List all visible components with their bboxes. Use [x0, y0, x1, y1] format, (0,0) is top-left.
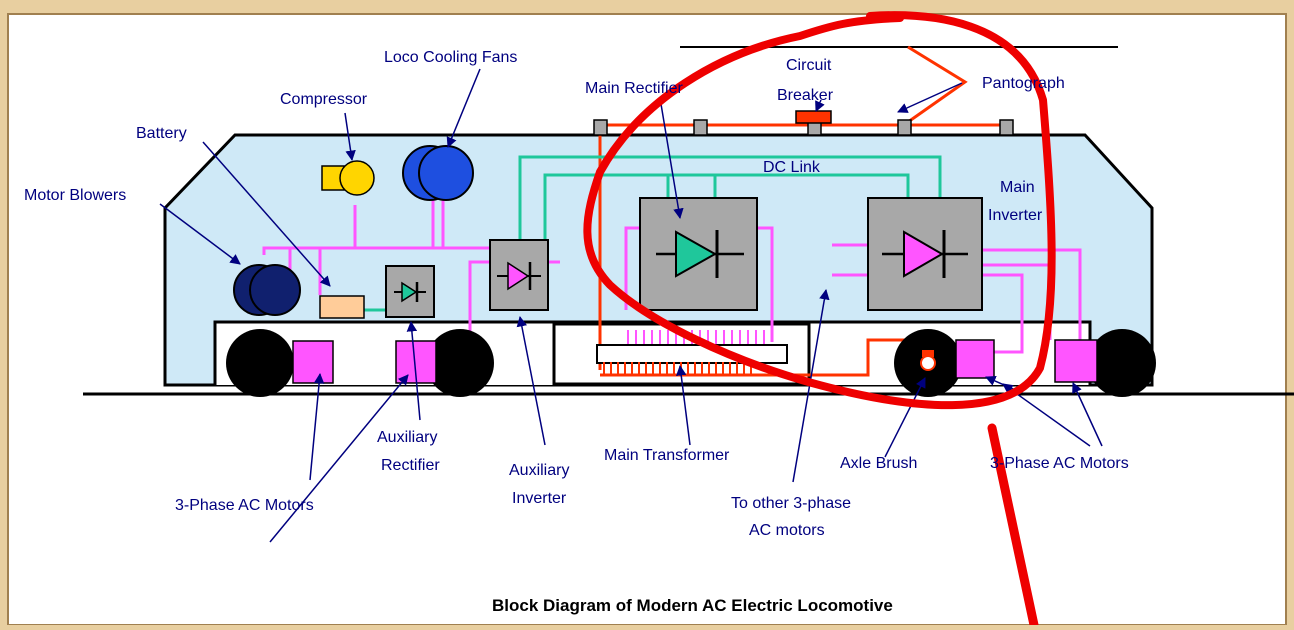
roof-insulator: [999, 119, 1014, 136]
highlight-loop: [583, 11, 1056, 410]
label-to-other-motors-line1: To other 3-phase: [731, 495, 851, 512]
label-breaker: Breaker: [777, 87, 834, 104]
label-dc-link: DC Link: [763, 159, 821, 176]
label-pantograph: Pantograph: [982, 75, 1065, 92]
leader-arrows: [159, 68, 1103, 543]
transformer-primary-windings: [603, 362, 752, 374]
dc-link-wiring: [364, 155, 942, 312]
label-auxiliary-inverter-line1: Auxiliary: [509, 462, 569, 479]
label-main: Main: [1000, 179, 1035, 196]
motor-blowers-shape: [233, 264, 301, 316]
label-3-phase-motors-right: 3-Phase AC Motors: [990, 455, 1129, 472]
roof-insulator: [693, 119, 708, 136]
label-loco-cooling-fans: Loco Cooling Fans: [384, 49, 517, 66]
roof-insulator: [897, 119, 912, 136]
circuit-breaker: [795, 110, 832, 124]
roof-insulator: [593, 119, 608, 136]
label-compressor: Compressor: [280, 91, 368, 108]
highlight-pointer-line: [987, 423, 1039, 630]
wheel: [226, 329, 294, 397]
pantograph-shape: [907, 45, 968, 124]
label-circuit: Circuit: [786, 57, 832, 74]
diagram-title: Block Diagram of Modern AC Electric Loco…: [492, 596, 893, 615]
traction-motor: [292, 340, 334, 384]
transformer-core: [596, 344, 788, 364]
label-motor-blowers: Motor Blowers: [24, 187, 126, 204]
axle-brush-contact: [920, 355, 936, 371]
label-main-rectifier: Main Rectifier: [585, 80, 683, 97]
label-3-phase-motors-left: 3-Phase AC Motors: [175, 497, 314, 514]
wheel: [426, 329, 494, 397]
label-axle-brush: Axle Brush: [840, 455, 917, 472]
label-auxiliary-rectifier-line2: Rectifier: [381, 457, 440, 474]
main-inverter-diode-icon: [882, 230, 968, 278]
traction-motor: [955, 339, 995, 379]
axle-brush-block: [922, 350, 934, 357]
cooling-fans-shape: [402, 145, 474, 201]
auxiliary-inverter-diode-icon: [497, 261, 541, 291]
auxiliary-rectifier-diode-icon: [394, 281, 426, 303]
label-auxiliary-inverter-line2: Inverter: [512, 490, 567, 507]
label-battery: Battery: [136, 125, 187, 142]
battery-block: [319, 295, 365, 319]
main-rectifier-diode-icon: [656, 230, 744, 278]
label-main-transformer: Main Transformer: [604, 447, 730, 464]
wheel: [1088, 329, 1156, 397]
label-to-other-motors-line2: AC motors: [749, 522, 825, 539]
label-auxiliary-rectifier-line1: Auxiliary: [377, 429, 437, 446]
compressor-shape: [321, 160, 375, 196]
label-inverter: Inverter: [988, 207, 1043, 224]
traction-motor: [1054, 339, 1098, 383]
